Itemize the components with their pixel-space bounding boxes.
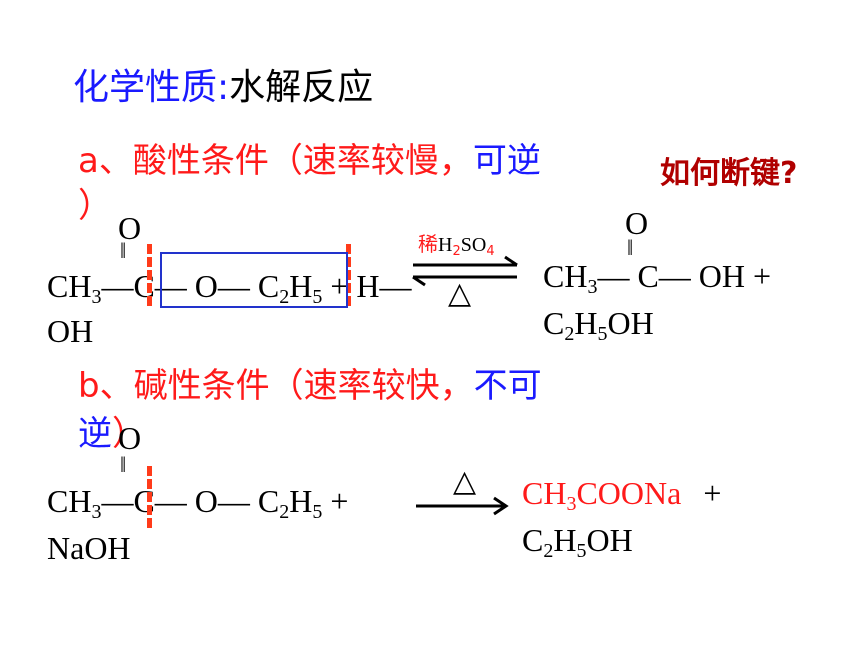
eq1-heat-icon: △: [448, 276, 472, 311]
section-b-heading: b、碱性条件（速率较快，不可: [78, 358, 542, 407]
eq2-salt-sub: 3: [566, 493, 577, 515]
eq1-product-ethanol: C2H5OH: [543, 305, 654, 346]
section-b-irreversible: 不可: [473, 366, 542, 406]
eq1-catalyst-char: 稀: [418, 232, 438, 256]
forward-arrow: [416, 496, 509, 516]
eq1-oh: OH: [47, 313, 94, 349]
section-a-end: ）: [78, 186, 112, 226]
eq2-reactant: CH3—C— O— C2H5 +: [47, 483, 348, 524]
eq1-c2h5-sub1: 2: [279, 286, 290, 308]
eq2-o: O—: [194, 483, 250, 519]
eq2-plus2: +: [703, 475, 722, 511]
title-colon: :: [217, 67, 230, 108]
eq1-pe-h: H: [574, 305, 598, 341]
eq1-c2h5: C: [257, 268, 280, 304]
eq2-carbonyl-o: O: [118, 420, 142, 456]
ester-group-box: [160, 252, 348, 308]
eq1-c: —C—: [101, 268, 187, 304]
eq2-salt-ch: CH: [522, 475, 567, 511]
cleave-line-3: [147, 466, 152, 528]
eq1-product-c: — C— OH +: [597, 258, 772, 294]
eq1-carbonyl-o: O: [118, 210, 142, 246]
eq1-catalyst-sub1: 2: [452, 244, 461, 259]
eq1-catalyst-so: SO: [460, 234, 487, 256]
eq2-pe-sub1: 2: [543, 540, 554, 562]
section-a-reversible: 可逆: [472, 141, 541, 181]
eq1-ch3: CH: [47, 268, 92, 304]
eq1-product-ch3-sub: 3: [587, 276, 598, 298]
eq1-o: O—: [194, 268, 250, 304]
eq2-product-ethanol: C2H5OH: [522, 522, 633, 563]
eq1-c2h5-sub2: 5: [312, 286, 323, 308]
slide-title: 化学性质:水解反应: [73, 58, 373, 110]
eq1-pe-c: C: [543, 305, 565, 341]
eq1-h: H: [289, 268, 313, 304]
eq2-pe-oh: OH: [586, 522, 633, 558]
eq2-ch3-sub: 3: [91, 501, 102, 523]
eq2-h: H: [289, 483, 313, 519]
eq2-pe-c: C: [522, 522, 544, 558]
eq2-salt-rest: COONa: [576, 475, 682, 511]
cleave-line-1: [147, 244, 152, 306]
eq2-plus: +: [330, 483, 349, 519]
section-a-start: a、酸性条件（速率较慢，: [78, 141, 473, 181]
eq1-product-acid: CH3— C— OH +: [543, 258, 771, 299]
eq1-product-bond: ‖: [627, 235, 634, 260]
eq1-pe-sub1: 2: [564, 323, 575, 345]
eq1-plus-h: + H—: [330, 268, 412, 304]
eq1-ch3-sub: 3: [91, 286, 102, 308]
eq1-catalyst: 稀H2SO4: [418, 228, 495, 259]
eq1-catalyst-sub2: 4: [486, 244, 495, 259]
eq1-pe-sub2: 5: [597, 323, 608, 345]
eq2-pe-h: H: [553, 522, 577, 558]
eq2-c2h5-sub1: 2: [279, 501, 290, 523]
eq2-heat-icon: △: [453, 464, 477, 499]
eq2-double-bond: ‖: [120, 452, 127, 477]
section-b-start: b、碱性条件（速率较快，: [78, 366, 474, 406]
section-a-heading: a、酸性条件（速率较慢，可逆: [78, 133, 541, 182]
eq2-ch3: CH: [47, 483, 92, 519]
section-b-end: ）: [112, 414, 146, 454]
eq2-pe-sub2: 5: [576, 540, 587, 562]
section-b-line2: 逆）: [78, 406, 146, 455]
title-prefix: 化学性质: [73, 67, 218, 108]
bond-question: 如何断键?: [660, 156, 798, 191]
reversible-arrow: [412, 255, 518, 287]
eq1-pe-oh: OH: [607, 305, 654, 341]
section-b-line2-text: 逆: [78, 414, 112, 454]
eq1-product-ch3: CH: [543, 258, 588, 294]
eq2-c2h5-sub2: 5: [312, 501, 323, 523]
eq2-naoh: NaOH: [47, 530, 131, 566]
title-suffix: 水解反应: [229, 67, 374, 108]
eq2-c: —C—: [101, 483, 187, 519]
eq1-reactant: CH3—C— O— C2H5 + H—: [47, 268, 412, 309]
eq1-product-o: O: [625, 205, 649, 241]
eq2-c2h5: C: [257, 483, 280, 519]
eq1-double-bond: ‖: [120, 238, 127, 263]
eq1-catalyst-h: H: [438, 234, 453, 256]
eq2-product-salt: CH3COONa +: [522, 475, 721, 516]
cleave-line-2: [346, 244, 351, 306]
